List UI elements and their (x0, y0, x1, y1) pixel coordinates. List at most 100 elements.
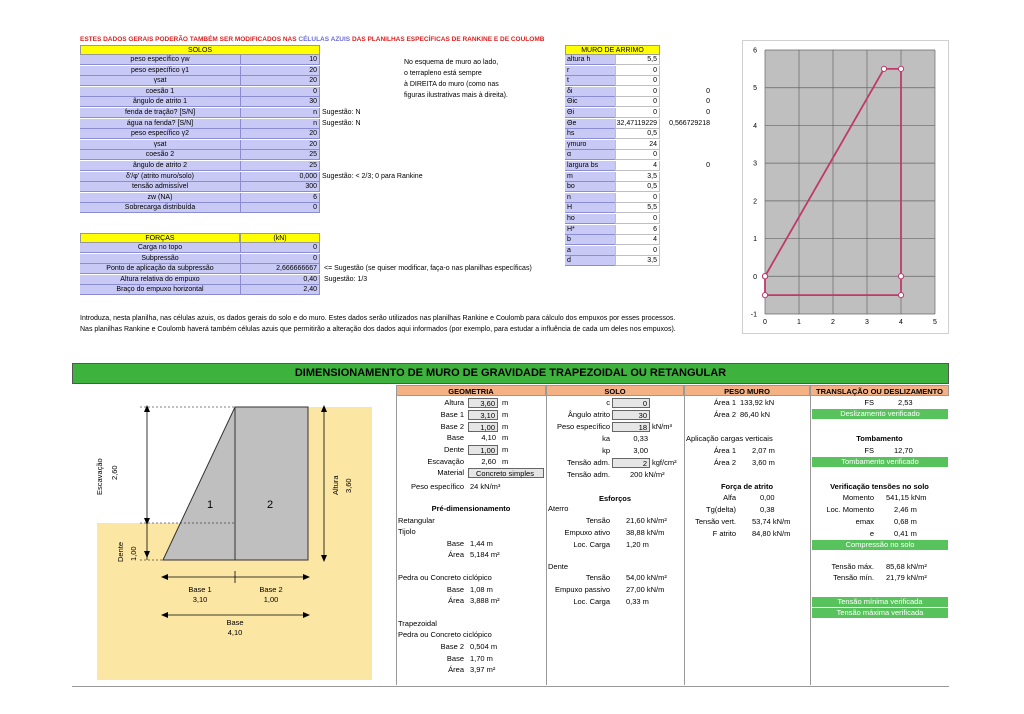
ap2-label: Área 2 (713, 458, 736, 467)
muro-row-value[interactable]: 4 (615, 161, 660, 171)
top-note-c: DAS PLANILHAS ESPECÍFICAS DE RANKINE E D… (350, 36, 545, 43)
muro-row-value[interactable]: 5,5 (615, 55, 660, 65)
muro-row-extra: 0 (706, 162, 710, 169)
solos-row-value[interactable]: 300 (240, 182, 320, 193)
top-note-a: ESTES DADOS GERAIS PODERÃO TAMBÉM SER MO… (80, 36, 299, 43)
forcas-row-note: <= Sugestão (se quiser modificar, faça-o… (324, 265, 532, 273)
altura-value: 3,60 (344, 478, 353, 493)
aterro-loc-value: 1,20 m (626, 540, 649, 549)
pedra2-base-value: 1,70 m (470, 654, 493, 663)
series-point (761, 292, 769, 299)
middle-note: No esquema de muro ao lado,o terrapleno … (404, 57, 508, 101)
muro-row-extra: 0,566729218 (669, 119, 710, 127)
tombamento-status: Tombamento verificado (812, 457, 948, 467)
muro-row-value[interactable]: 0 (615, 76, 660, 87)
forcas-row-value[interactable]: 2,666666667 (240, 264, 320, 275)
muro-row-label: a (565, 245, 615, 256)
tg-value: 0,38 (760, 505, 775, 514)
geo-row-input[interactable]: 3,60 (468, 398, 498, 408)
forcas-row-value[interactable]: 0 (240, 243, 320, 253)
solos-row-value[interactable]: 30 (240, 97, 320, 108)
forcas-row-label: Altura relativa do empuxo (80, 274, 240, 285)
soil-below (97, 560, 372, 680)
muro-row-value[interactable]: 0 (615, 150, 660, 161)
muro-row-value[interactable]: 0 (615, 214, 660, 224)
aterro-empuxo-label: Empuxo ativo (564, 528, 610, 537)
muro-row-label: δi (565, 86, 615, 97)
geo-row-unit: m (502, 457, 509, 466)
muro-row-value[interactable]: 32,47119229 (615, 118, 660, 129)
muro-row-label: r (565, 65, 615, 76)
muro-row-value[interactable]: 0,5 (615, 182, 660, 193)
muro-row-value[interactable]: 4 (615, 235, 660, 246)
solos-row-value[interactable]: 0,000 (240, 171, 320, 182)
geo-row-unit: m (502, 421, 509, 431)
series-point (880, 65, 888, 72)
muro-row-value[interactable]: 6 (615, 224, 660, 235)
muro-row-value[interactable]: 0 (615, 97, 660, 108)
solo-ang-input[interactable]: 30 (612, 410, 650, 420)
dente-label: Dente (116, 541, 125, 562)
muro-row-value[interactable]: 0 (615, 65, 660, 76)
solos-row-value[interactable]: 25 (240, 150, 320, 161)
muro-row-label: H (565, 203, 615, 214)
solo-peso-input[interactable]: 18 (612, 422, 650, 432)
solos-row-label: coesão 2 (80, 150, 240, 161)
solo-c-input[interactable]: 0 (612, 398, 650, 408)
solo-tadm-label: Tensão adm. (567, 458, 610, 467)
solos-row-value[interactable]: n (240, 118, 320, 129)
solos-row-value[interactable]: 0 (240, 86, 320, 97)
middle-note-line: o terrapleno está sempre (404, 70, 482, 77)
muro-row-value[interactable]: 0 (615, 108, 660, 118)
solo-kp-value: 3,00 (633, 446, 648, 455)
plot-area (765, 50, 935, 314)
geo-row-input[interactable]: 1,00 (468, 445, 498, 456)
ap2-value: 3,60 m (752, 458, 775, 467)
dente-empuxo-value: 27,00 kN/m (626, 585, 665, 594)
forcas-row-value[interactable]: 2,40 (240, 285, 320, 296)
muro-row-value[interactable]: 0 (615, 245, 660, 256)
solos-row-value[interactable]: 20 (240, 139, 320, 150)
muro-row-value[interactable]: 5,5 (615, 203, 660, 214)
muro-row-value[interactable]: 3,5 (615, 171, 660, 182)
forcas-row-label: Ponto de aplicação da subpressão (80, 264, 240, 275)
series-point (897, 273, 905, 280)
solos-row-value[interactable]: 20 (240, 65, 320, 76)
muro-row-value[interactable]: 0 (615, 192, 660, 203)
solos-row-label: ângulo de atrito 2 (80, 161, 240, 171)
fs2-label: FS (864, 446, 874, 455)
dente-value: 1,00 (129, 546, 138, 561)
geo-row-input[interactable]: 3,10 (468, 409, 498, 420)
pre-dim-title: Pré-dimensionamento (431, 504, 511, 513)
tmin-label: Tensão mín. (833, 573, 874, 582)
forcas-row-value[interactable]: 0 (240, 253, 320, 264)
pedra2-base-label: Base (446, 654, 464, 663)
solos-row-value[interactable]: 20 (240, 76, 320, 87)
muro-row-value[interactable]: 0 (615, 86, 660, 97)
solos-row-value[interactable]: 6 (240, 192, 320, 203)
loc-momento-value: 2,46 m (894, 505, 917, 514)
base-value: 4,10 (227, 628, 243, 637)
middle-note-line: figuras ilustrativas mais à direita). (404, 92, 508, 99)
solos-row-value[interactable]: n (240, 108, 320, 118)
solo-tadm-input[interactable]: 2 (612, 458, 650, 468)
muro-row-value[interactable]: 3,5 (615, 256, 660, 267)
geo-row-unit: m (502, 433, 509, 443)
solos-row-value[interactable]: 0 (240, 203, 320, 214)
muro-row-value[interactable]: 0,5 (615, 129, 660, 140)
geo-row-input[interactable]: 1,00 (468, 421, 498, 432)
solos-row-value[interactable]: 25 (240, 161, 320, 171)
material-select[interactable]: Concreto simples (468, 468, 544, 478)
top-note: ESTES DADOS GERAIS PODERÃO TAMBÉM SER MO… (80, 36, 544, 43)
muro-row-value[interactable]: 24 (615, 139, 660, 150)
pedra1-base-label: Base (446, 585, 464, 594)
dente-empuxo-label: Empuxo passivo (554, 585, 610, 594)
forcas-row-value[interactable]: 0,40 (240, 274, 320, 285)
y-tick-label: 6 (753, 48, 757, 55)
wall-area-2 (234, 406, 309, 561)
escavacao-label: Escavação (95, 458, 104, 495)
solos-row-value[interactable]: 10 (240, 55, 320, 65)
solos-row-value[interactable]: 20 (240, 129, 320, 140)
tijolo-base-value: 1,44 m (470, 539, 493, 548)
